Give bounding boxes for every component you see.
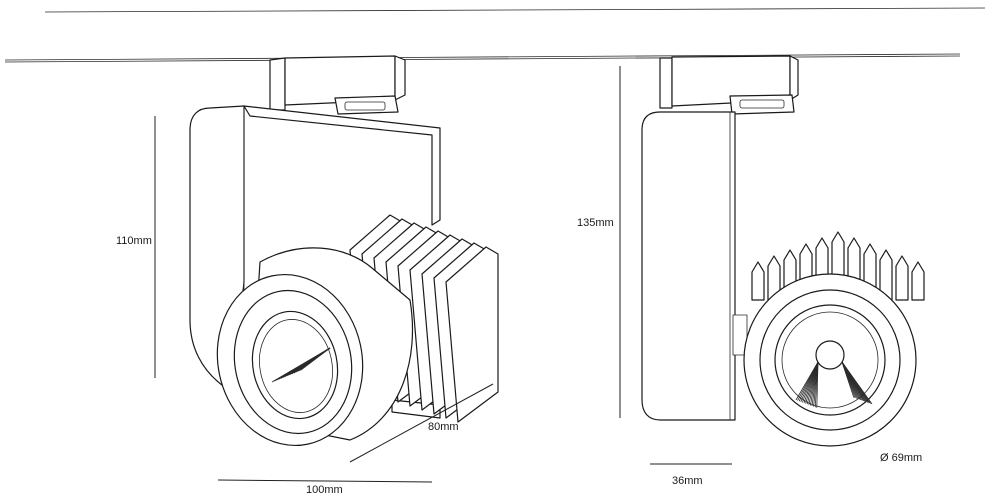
heatsink-fin	[895, 255, 909, 301]
dim-width: 100mm	[306, 484, 343, 496]
dim-height-side: 135mm	[577, 217, 614, 229]
dim-diameter: Ø 69mm	[880, 452, 922, 464]
side-bracket	[641, 111, 748, 421]
heatsink-fin	[751, 261, 765, 301]
dim-height-front: 110mm	[116, 235, 152, 247]
dim-lines-right	[619, 66, 732, 465]
hatch-line	[816, 361, 819, 408]
heatsink-fin	[445, 246, 499, 423]
lamp-head-front	[216, 247, 414, 447]
perspective-view	[154, 55, 499, 483]
dim-depth: 80mm	[428, 421, 459, 433]
reflector-hatch-left	[271, 347, 331, 383]
dim-side-width: 36mm	[672, 475, 703, 487]
hatch-line	[300, 347, 331, 371]
lamp-head-side	[743, 273, 917, 447]
hatch-line	[841, 361, 855, 398]
track-rail	[4, 7, 986, 63]
reflector-hatch-right	[795, 361, 873, 408]
heatsink-fin	[911, 261, 925, 301]
dim-lines-left	[154, 116, 494, 483]
track-adapter-right	[659, 55, 799, 115]
track-adapter-left	[269, 55, 406, 115]
side-view	[619, 55, 925, 465]
